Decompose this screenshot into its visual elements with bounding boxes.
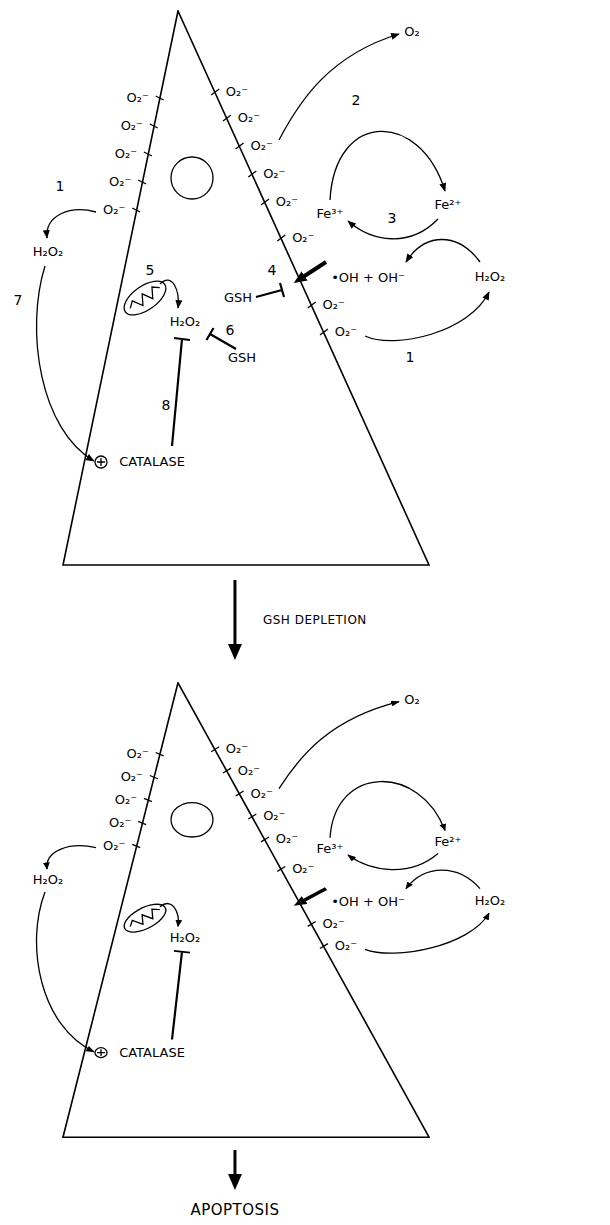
species-label: Fe³⁺ [317, 206, 344, 222]
species-label: O₂⁻ [276, 194, 298, 210]
species-label: O₂⁻ [276, 831, 298, 847]
cell-contents [37, 702, 489, 1058]
species-label: O₂⁻ [109, 815, 131, 831]
cell-contents [37, 702, 489, 1058]
species-label: O₂⁻ [109, 174, 131, 190]
species-label: O₂⁻ [103, 202, 125, 218]
species-label: H₂O₂ [475, 269, 505, 285]
callout-number: 2 [352, 92, 361, 108]
species-label: Fe²⁺ [435, 197, 462, 213]
species-label: O₂⁻ [238, 110, 260, 126]
process-arrow [233, 1150, 236, 1177]
species-label: H₂O₂ [475, 893, 505, 909]
cell-contents [37, 34, 489, 468]
species-label: O₂ [404, 24, 419, 40]
gsh-inhibition [207, 283, 285, 349]
cell-species: GSH [228, 350, 256, 366]
callout-number: 1 [56, 178, 65, 194]
callout-number: 5 [146, 262, 155, 278]
species-label: O₂⁻ [263, 808, 285, 824]
species-label: O₂⁻ [103, 838, 125, 854]
cell-species: GSH [224, 290, 252, 306]
species-label: O₂⁻ [323, 297, 345, 313]
species-label: O₂⁻ [263, 166, 285, 182]
outcome-box: APOPTOSIS [184, 1198, 285, 1222]
species-label: O₂⁻ [226, 84, 248, 100]
species-label: O₂⁻ [115, 146, 137, 162]
cell-species: CATALASE [119, 454, 185, 470]
species-label: O₂⁻ [323, 916, 345, 932]
species-label: Fe³⁺ [317, 841, 344, 857]
species-label: Fe²⁺ [435, 834, 462, 850]
edge-label: GSH DEPLETION [261, 612, 369, 628]
species-label: O₂⁻ [121, 118, 143, 134]
species-label: O₂⁻ [115, 792, 137, 808]
species-label: O₂⁻ [335, 324, 357, 340]
species-label: O₂⁻ [226, 741, 248, 757]
cell-outline [63, 683, 429, 1137]
species-label: O₂⁻ [121, 769, 143, 785]
inhibition-bar [256, 283, 284, 297]
cell-outline [63, 11, 429, 565]
species-label: O₂⁻ [292, 230, 314, 246]
species-label: O₂⁻ [250, 138, 272, 154]
species-label: O₂⁻ [126, 90, 148, 106]
cell-species: H₂O₂ [170, 930, 200, 946]
callout-number: 7 [14, 292, 23, 308]
species-label: O₂ [404, 692, 419, 708]
outcome-text: APOPTOSIS [190, 1200, 279, 1220]
species-label: O₂⁻ [292, 861, 314, 877]
species-label: O₂⁻ [335, 938, 357, 954]
cell-species: H₂O₂ [170, 314, 200, 330]
process-arrow [233, 580, 236, 647]
callout-number: 1 [406, 349, 415, 365]
species-label: •OH + OH⁻ [331, 270, 405, 286]
callout-number: 3 [388, 210, 397, 226]
species-label: •OH + OH⁻ [331, 894, 405, 910]
species-label: O₂⁻ [238, 763, 260, 779]
callout-number: 4 [268, 262, 277, 278]
species-label: H₂O₂ [33, 872, 63, 888]
callout-number: 8 [162, 397, 171, 413]
cell-species: CATALASE [119, 1045, 185, 1061]
species-label: H₂O₂ [33, 244, 63, 260]
species-label: O₂⁻ [126, 746, 148, 762]
callout-number: 6 [226, 322, 235, 338]
species-label: O₂⁻ [250, 786, 272, 802]
